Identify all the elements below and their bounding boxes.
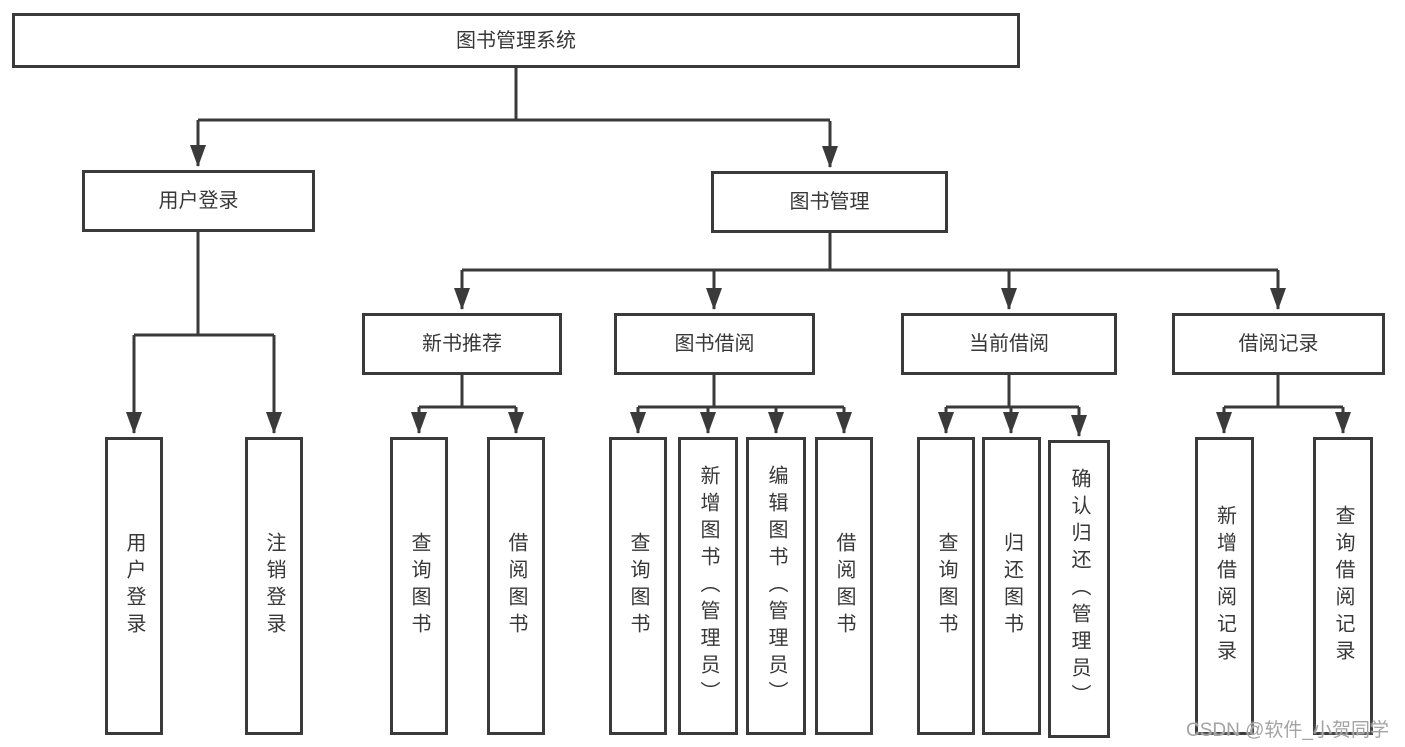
leaf-bb-add-book-admin: 新增图书（管理员） xyxy=(678,437,738,735)
leaf-nb-borrow-book: 借阅图书 xyxy=(487,437,545,735)
node-book-borrowing: 图书借阅 xyxy=(614,313,815,375)
leaf-logout: 注销登录 xyxy=(245,437,303,735)
leaf-br-query-record: 查询借阅记录 xyxy=(1313,437,1373,735)
leaf-bb-borrow-book: 借阅图书 xyxy=(815,437,873,735)
node-user-login: 用户登录 xyxy=(82,170,315,232)
leaf-user-login: 用户登录 xyxy=(105,437,163,735)
node-current-borrowing: 当前借阅 xyxy=(901,313,1117,375)
root-node-library-management-system: 图书管理系统 xyxy=(12,13,1020,68)
leaf-cb-query-book: 查询图书 xyxy=(917,437,975,735)
node-new-book-recommendation: 新书推荐 xyxy=(362,313,562,375)
csdn-watermark: CSDN @软件_小贺同学 xyxy=(1186,720,1389,741)
node-book-management: 图书管理 xyxy=(711,171,948,233)
leaf-cb-return-book: 归还图书 xyxy=(982,437,1041,735)
node-borrowing-records: 借阅记录 xyxy=(1172,313,1385,375)
leaf-cb-confirm-return-admin: 确认归还（管理员） xyxy=(1048,440,1110,738)
leaf-bb-query-book: 查询图书 xyxy=(609,437,667,735)
leaf-br-add-record: 新增借阅记录 xyxy=(1195,437,1254,735)
leaf-bb-edit-book-admin: 编辑图书（管理员） xyxy=(746,437,806,735)
leaf-nb-query-book: 查询图书 xyxy=(390,437,448,735)
connector-skeleton xyxy=(134,68,1343,409)
